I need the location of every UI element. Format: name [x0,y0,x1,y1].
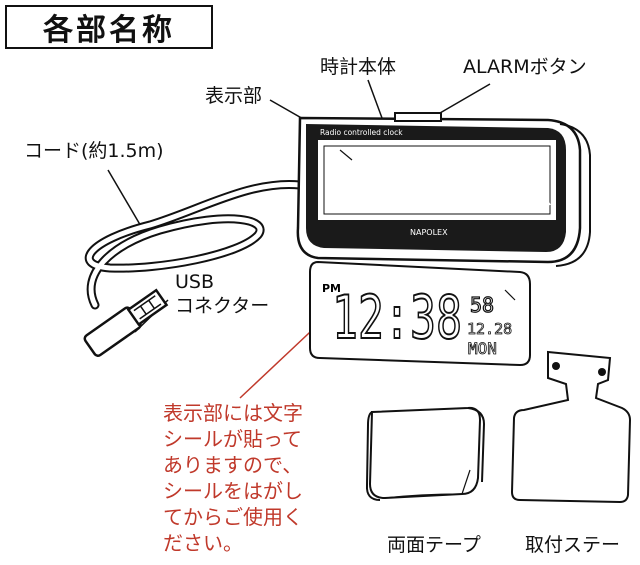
mounting-stay [510,350,632,504]
leader-cord [107,169,143,229]
label-usb: USB [175,271,215,293]
leader-clock-body [367,79,383,119]
leader-alarm-button [439,83,491,114]
lcd-seconds: 58 [470,293,494,317]
note-line: てからご使用く [163,505,303,529]
label-mounting-stay: 取付ステー [525,534,621,556]
lcd-weekday: MON [468,339,497,358]
double-sided-tape [365,406,486,501]
clock-device [296,112,591,267]
note-line: シールが貼って [163,427,302,451]
note-line: 表示部には文字 [163,401,303,425]
label-double-sided-tape: 両面テープ [387,534,481,556]
lcd-time: 12:38 [332,283,462,353]
title-box: 各部名称 [5,5,213,49]
label-display: 表示部 [205,85,263,107]
note-line: シールをはがし [163,479,303,503]
lcd-date: 12.28 [467,320,512,338]
alarm-button-shape [394,112,442,122]
note-line: ださい。 [163,531,243,555]
lcd-ampm: PM [322,282,341,295]
label-clock-body: 時計本体 [320,56,397,78]
lcd-panel [309,260,531,367]
screen-caption: Radio controlled clock [320,128,403,137]
brand-label: NAPOLEX [410,228,448,237]
caution-note: 表示部には文字 シールが貼って ありますので、 シールをはがし てからご使用く … [163,400,303,556]
label-cord: コード(約1.5m) [24,140,164,162]
usb-connector [83,288,169,357]
label-alarm-button: ALARMボタン [463,56,587,78]
label-usb-connector: コネクター [175,295,270,317]
note-line: ありますので、 [163,453,303,477]
section-title: 各部名称 [43,13,175,48]
